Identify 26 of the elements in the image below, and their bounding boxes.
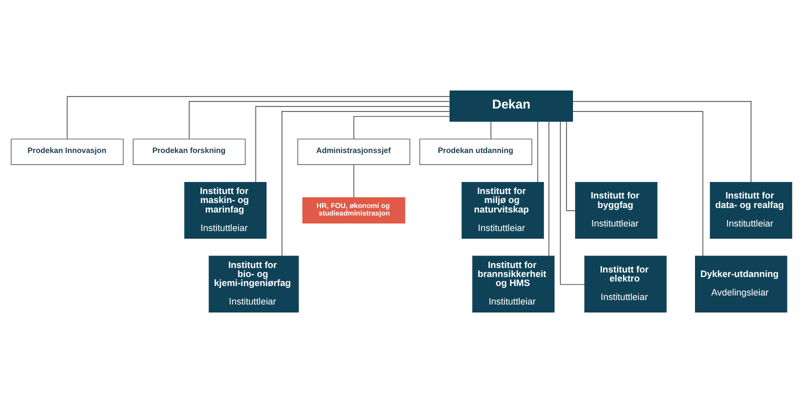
node-box: Institutt for maskin- og marinfag Instituttleiar	[184, 182, 267, 239]
connector	[566, 121, 576, 212]
node-box: Prodekan Innovasjon	[10, 138, 124, 165]
node-box: Prodekan forskning	[132, 138, 246, 165]
node-box: Administrasjonssjef	[297, 138, 410, 165]
node-box: Dekan	[450, 90, 573, 122]
connector	[66, 96, 450, 140]
connector	[560, 121, 586, 285]
connector	[548, 121, 550, 256]
connector	[572, 101, 752, 183]
node-box: Institutt for bio- og kjemi-ingeniørfag Instituttleiar	[208, 256, 299, 313]
connector	[282, 110, 450, 256]
node-box: Institutt for miljø og naturvitskap Instituttleiar	[462, 182, 544, 239]
node-box: Dykker-utdanning Avdelingsleiar	[695, 256, 788, 313]
connector	[188, 101, 450, 140]
connector	[490, 121, 492, 140]
connector	[572, 110, 704, 256]
node-box: Institutt for brannsikkerheit og HMS Instituttleiar	[472, 256, 555, 313]
node-box: Prodekan utdanning	[419, 138, 532, 165]
node-box: Institutt for data- og realfag Instituttleiar	[710, 182, 792, 239]
node-box: Institutt for byggfag Instituttleiar	[575, 182, 658, 239]
connector	[353, 164, 354, 198]
node-box: Institutt for elektro Instituttleiar	[584, 256, 667, 313]
connector	[255, 106, 450, 183]
connector	[537, 121, 538, 183]
connector	[353, 116, 450, 140]
